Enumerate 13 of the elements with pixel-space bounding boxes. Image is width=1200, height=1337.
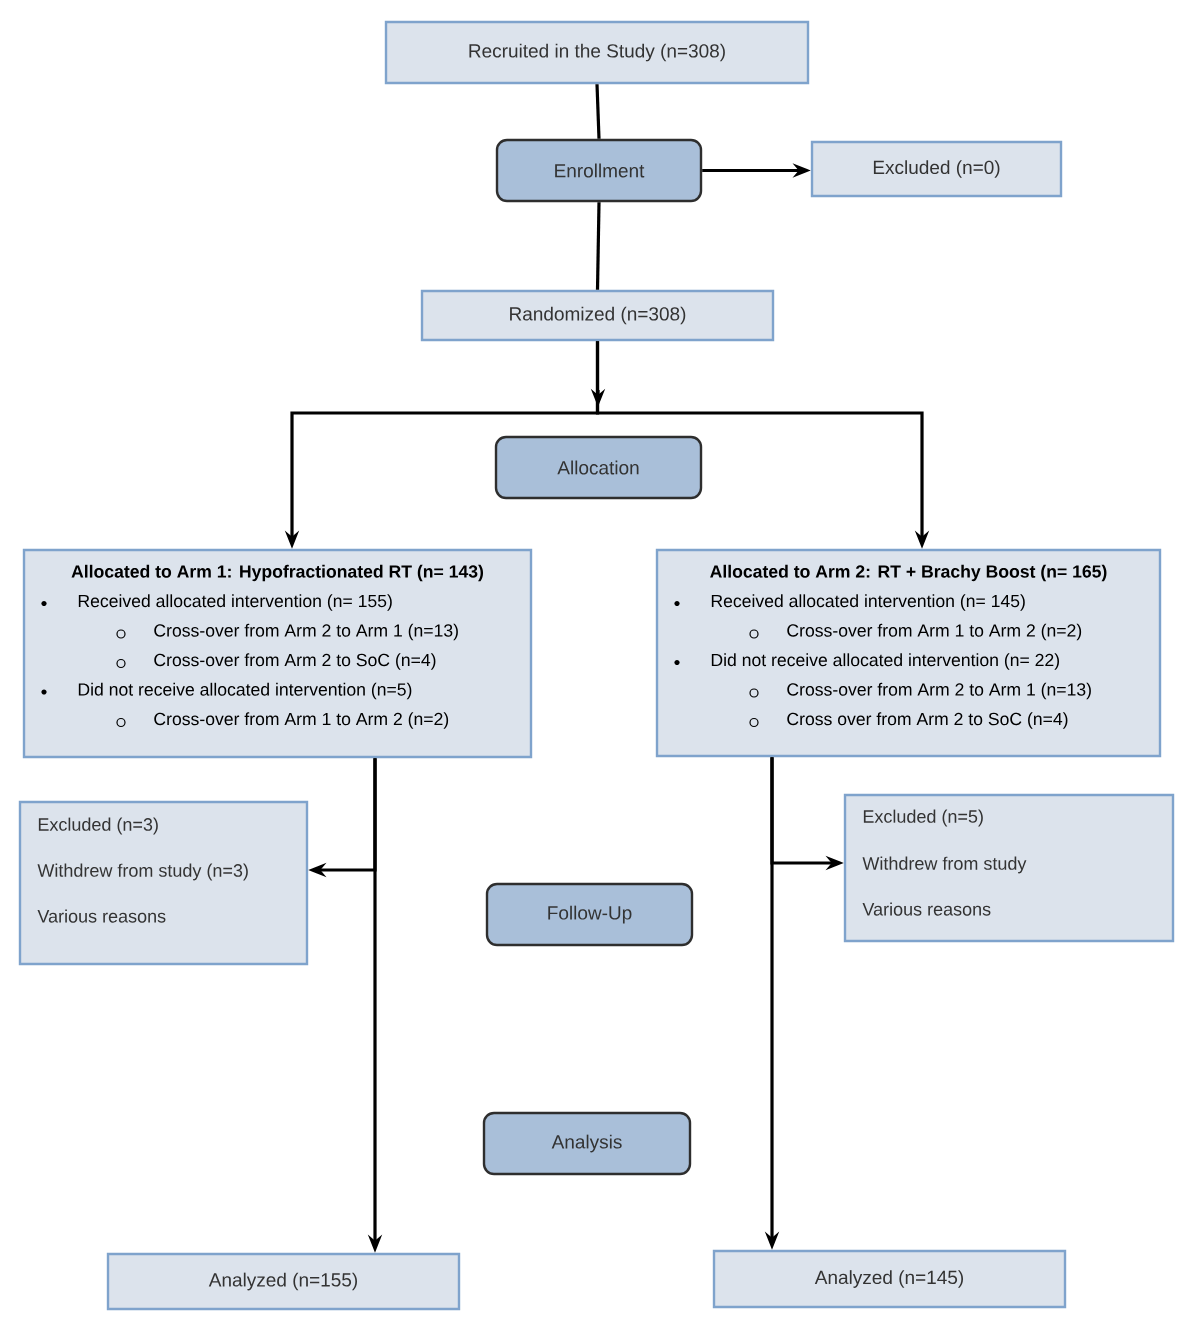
allocation-box: Allocated to Arm 1: Hypofractionated RT (n= 143) Received allocated intervention (n= 155) Cross-over from Arm 2 to Arm 1 (n=13) Cross-over from Arm 2 to SoC (n=4) Did not receive allocated intervention (n=5) Cross-over from Arm 1 to Arm 2 (n=2) xyxy=(22,548,533,759)
stage-box: Enrollment xyxy=(495,138,703,203)
process-box: Excluded (n=0) xyxy=(810,140,1063,198)
process-box: Analyzed (n=155) xyxy=(106,1252,461,1311)
stage-box: Analysis xyxy=(482,1111,692,1176)
process-box: Recruited in the Study (n=308) xyxy=(384,20,810,85)
allocation-box: Allocated to Arm 2: RT + Brachy Boost (n= 165) Received allocated intervention (n= 145) Cross-over from Arm 1 to Arm 2 (n=2) Did not receive allocated intervention (n= 22) Cross-over from Arm 2 to Arm 1 (n=13) Cross over from Arm 2 to SoC (n=4) xyxy=(655,548,1162,758)
process-box: Randomized (n=308) xyxy=(420,289,775,342)
stage-box: Follow-Up xyxy=(485,882,694,947)
exclusion-box: Excluded (n=5) Withdrew from study Various reasons xyxy=(843,793,1175,943)
process-box: Analyzed (n=145) xyxy=(712,1249,1067,1309)
exclusion-box: Excluded (n=3) Withdrew from study (n=3) Various reasons xyxy=(18,800,309,966)
stage-box: Allocation xyxy=(494,435,703,500)
